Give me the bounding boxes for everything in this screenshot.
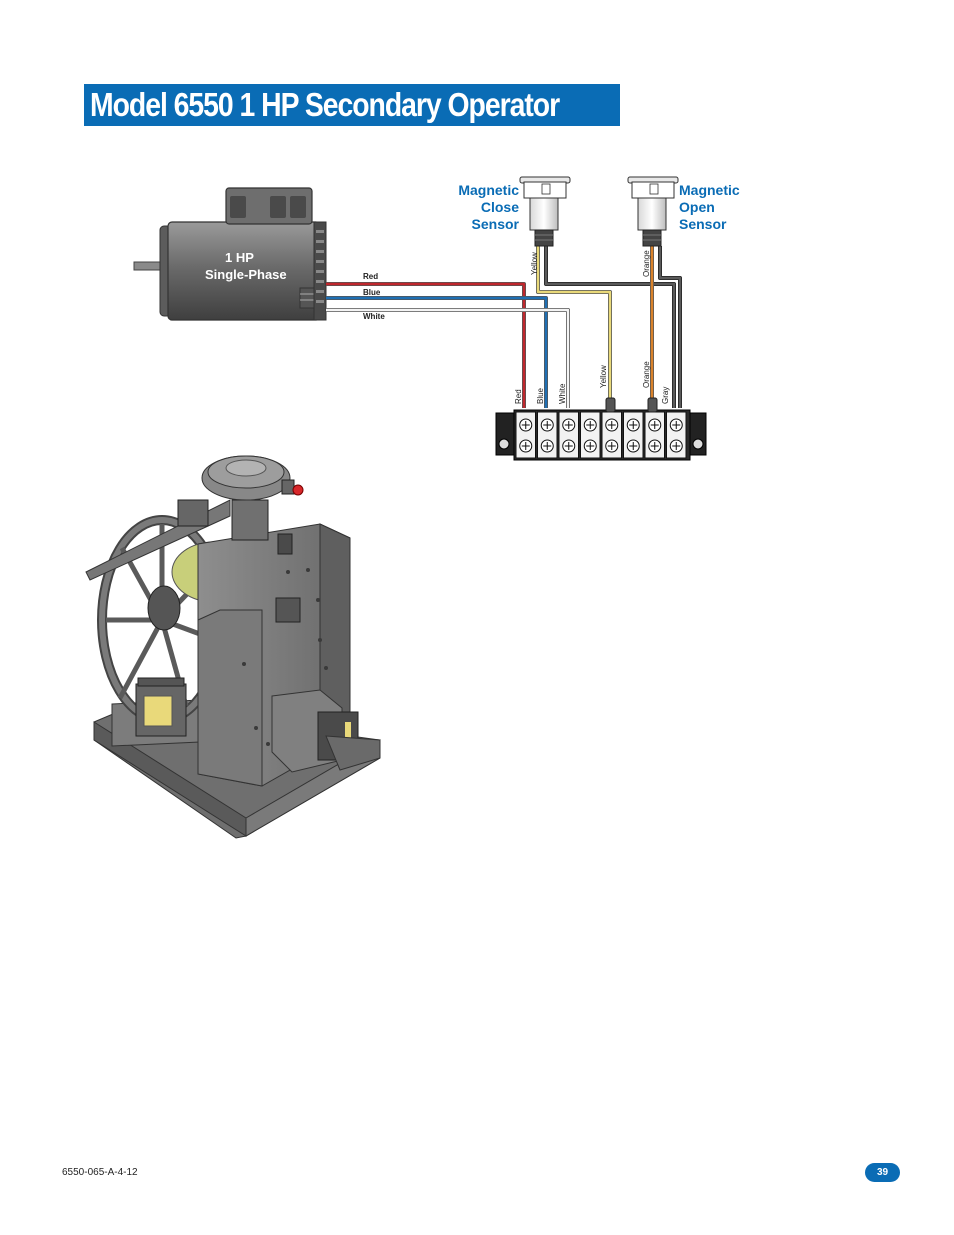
terminal-label-yellow: Yellow: [599, 365, 608, 388]
page-title-banner: Model 6550 1 HP Secondary Operator: [84, 84, 620, 126]
terminal-strip: [495, 409, 707, 461]
terminal-block: [623, 411, 644, 459]
motor: 1 HP Single-Phase: [133, 187, 327, 321]
close-sensor-label-line1: Magnetic: [458, 182, 519, 198]
page-number-badge: 39: [865, 1163, 900, 1182]
close-sensor-label-line3: Sensor: [472, 216, 520, 232]
close-sensor-lead-label: Yellow: [530, 252, 539, 275]
open-sensor-label-line3: Sensor: [679, 216, 727, 232]
page-title: Model 6550 1 HP Secondary Operator: [90, 86, 560, 123]
terminal-block: [644, 411, 665, 459]
wire-blue: [326, 296, 548, 408]
wire-gray-close: [544, 246, 676, 408]
terminal-block: [515, 411, 536, 459]
terminal-label-gray: Gray: [661, 387, 670, 404]
wire-white: [326, 308, 570, 408]
open-sensor-lead-label: Orange: [642, 250, 651, 277]
terminal-block: [580, 411, 601, 459]
magnetic-open-sensor: [627, 176, 679, 247]
wires: [326, 246, 682, 408]
motor-label-line2: Single-Phase: [205, 267, 287, 282]
crimp-connectors: [605, 397, 658, 413]
motor-wire-label-red: Red: [363, 272, 378, 281]
terminal-label-red: Red: [514, 389, 523, 404]
close-sensor-label-line2: Close: [481, 199, 519, 215]
motor-label-line1: 1 HP: [225, 250, 254, 265]
terminal-block: [537, 411, 558, 459]
terminal-block: [601, 411, 622, 459]
document-code: 6550-065-A-4-12: [62, 1167, 138, 1178]
wire-gray-open: [658, 246, 682, 408]
motor-wire-label-white: White: [363, 312, 385, 321]
motor-wire-label-blue: Blue: [363, 288, 381, 297]
terminal-label-orange: Orange: [642, 361, 651, 388]
operator-illustration: [85, 455, 381, 839]
open-sensor-label-line2: Open: [679, 199, 715, 215]
wire-yellow: [536, 246, 612, 398]
wire-red: [326, 282, 526, 408]
magnetic-close-sensor: [519, 176, 571, 247]
open-sensor-label-line1: Magnetic: [679, 182, 740, 198]
terminal-label-white: White: [558, 383, 567, 404]
terminal-block: [666, 411, 687, 459]
terminal-label-blue: Blue: [536, 387, 545, 404]
terminal-block: [558, 411, 579, 459]
